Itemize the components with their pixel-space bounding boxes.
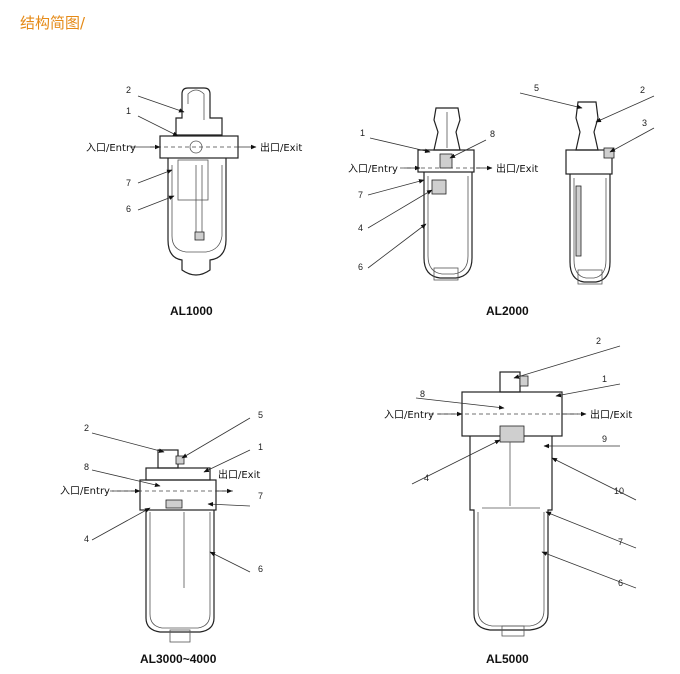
al5000-callout-6: 6 (618, 578, 623, 588)
al5000-callout-9: 9 (602, 434, 607, 444)
al2000-callout-4: 4 (358, 223, 363, 233)
al5000-callout-1: 1 (602, 374, 607, 384)
al2000-callout-3: 3 (642, 118, 647, 128)
diagram-al2000: 入口/Entry 出口/Exit 1 8 7 4 6 AL2000 (348, 107, 538, 318)
diagram-al2000-side: 5 2 3 (519, 83, 655, 285)
al3000-callout-2: 2 (84, 423, 89, 433)
diagram-al3000: 入口/Entry 出口/Exit 2 5 1 8 7 4 6 AL3000~40… (60, 410, 263, 666)
al5000-callout-7: 7 (618, 537, 623, 547)
al3000-exit-label: 出口/Exit (218, 468, 260, 481)
al3000-entry-label: 入口/Entry (60, 486, 110, 497)
diagram-al5000: 入口/Entry 出口/Exit 2 1 8 9 4 10 7 6 AL5000 (384, 336, 637, 666)
al1000-callout-1: 1 (126, 106, 131, 116)
al2000-callout-5: 5 (534, 83, 539, 93)
al1000-callout-2: 2 (126, 85, 131, 95)
al5000-callout-4: 4 (424, 473, 429, 483)
al5000-exit-label: 出口/Exit (590, 408, 632, 421)
al1000-exit-label: 出口/Exit (260, 141, 302, 154)
model-label-al5000: AL5000 (486, 652, 529, 666)
al3000-callout-8: 8 (84, 462, 89, 472)
al3000-callout-5: 5 (258, 410, 263, 420)
model-label-al3000: AL3000~4000 (140, 652, 217, 666)
al5000-callout-2: 2 (596, 336, 601, 346)
al3000-callout-6: 6 (258, 564, 263, 574)
al2000-callout-8: 8 (490, 129, 495, 139)
al1000-entry-label: 入口/Entry (86, 143, 136, 154)
diagram-al1000: 入口/Entry 出口/Exit 2 1 7 6 AL1000 (86, 85, 302, 318)
al3000-callout-4: 4 (84, 534, 89, 544)
al3000-callout-1: 1 (258, 442, 263, 452)
al1000-callout-6: 6 (126, 204, 131, 214)
al2000-callout-6: 6 (358, 262, 363, 272)
page-title: 结构简图/ (20, 14, 86, 32)
model-label-al2000: AL2000 (486, 304, 529, 318)
al3000-callout-7: 7 (258, 491, 263, 501)
al5000-entry-label: 入口/Entry (384, 410, 434, 421)
al5000-callout-10: 10 (614, 486, 624, 496)
al2000-callout-2: 2 (640, 85, 645, 95)
al1000-callout-7: 7 (126, 178, 131, 188)
al2000-callout-7: 7 (358, 190, 363, 200)
al2000-exit-label: 出口/Exit (496, 162, 538, 175)
al5000-callout-8: 8 (420, 389, 425, 399)
al2000-callout-1: 1 (360, 128, 365, 138)
al2000-entry-label: 入口/Entry (348, 164, 398, 175)
model-label-al1000: AL1000 (170, 304, 213, 318)
